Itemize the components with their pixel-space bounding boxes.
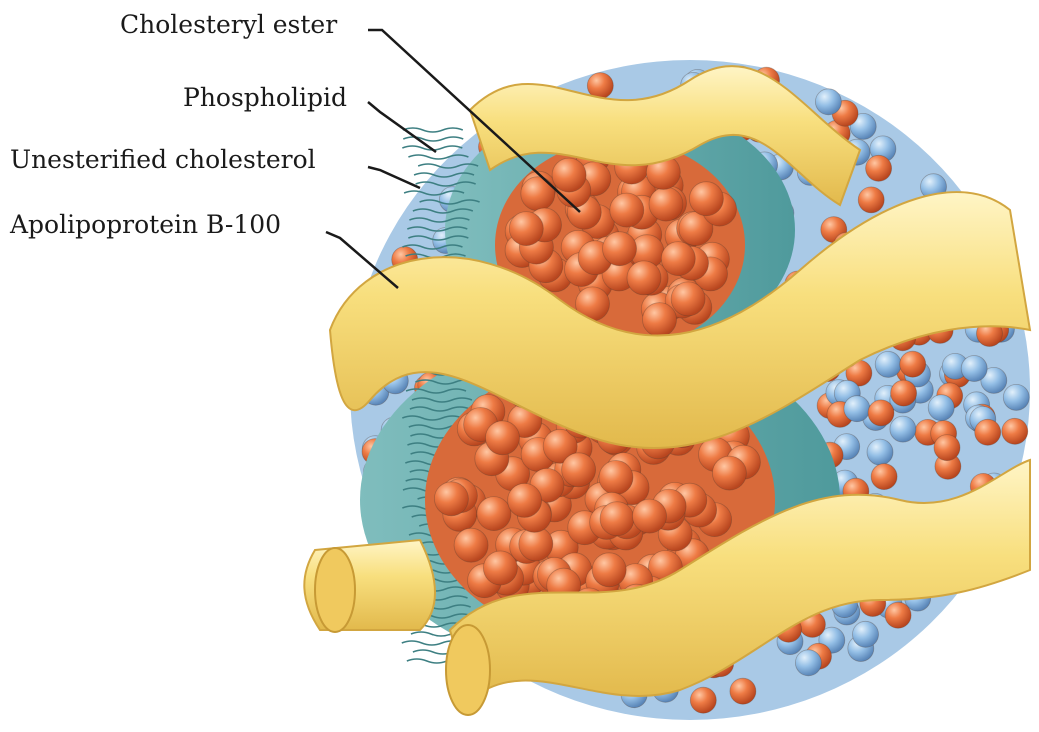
surface-ester-bead [858, 187, 884, 213]
phospholipid-tail-line [403, 128, 463, 132]
surface-phospholipid-head [795, 650, 821, 676]
surface-ester-bead [975, 419, 1001, 445]
cholesteryl-ester-bead [486, 421, 520, 455]
surface-ester-bead [871, 464, 897, 490]
surface-ester-bead [900, 351, 926, 377]
surface-ester-bead [885, 602, 911, 628]
cholesteryl-ester-bead [627, 261, 661, 295]
cholesteryl-ester-bead [633, 499, 667, 533]
leader-phospholipid [368, 102, 436, 152]
cholesteryl-ester-bead [600, 502, 634, 536]
cholesteryl-ester-bead [712, 456, 746, 490]
surface-phospholipid-head [890, 416, 916, 442]
cholesteryl-ester-bead [599, 461, 633, 495]
surface-phospholipid-head [875, 351, 901, 377]
surface-ester-bead [730, 678, 756, 704]
phospholipid-tail-line [403, 137, 463, 141]
cholesteryl-ester-bead [509, 212, 543, 246]
surface-ester-bead [866, 155, 892, 181]
surface-phospholipid-head [1003, 384, 1029, 410]
cholesteryl-ester-bead [592, 553, 626, 587]
cholesteryl-ester-bead [671, 282, 705, 316]
surface-ester-bead [690, 687, 716, 713]
label-unesterified-cholesterol: Unesterified cholesterol [10, 147, 316, 172]
label-apolipoprotein: Apolipoprotein B-100 [10, 212, 281, 237]
label-phospholipid: Phospholipid [183, 85, 347, 110]
cholesteryl-ester-bead [552, 158, 586, 192]
cholesteryl-ester-bead [521, 177, 555, 211]
cholesteryl-ester-bead [477, 497, 511, 531]
surface-phospholipid-head [867, 439, 893, 465]
cholesteryl-ester-bead [562, 453, 596, 487]
cholesteryl-ester-bead [603, 232, 637, 266]
ribbon-tube-end [315, 548, 355, 632]
surface-phospholipid-head [928, 395, 954, 421]
surface-ester-bead [1002, 418, 1028, 444]
surface-ester-bead [891, 380, 917, 406]
surface-phospholipid-head [853, 621, 879, 647]
cholesteryl-ester-bead [454, 528, 488, 562]
surface-phospholipid-head [961, 356, 987, 382]
cholesteryl-ester-bead [689, 182, 723, 216]
cholesteryl-ester-bead [508, 483, 542, 517]
cholesteryl-ester-bead [661, 242, 695, 276]
cholesteryl-ester-bead [434, 482, 468, 516]
surface-phospholipid-head [815, 89, 841, 115]
ribbon-lower-end [446, 625, 490, 715]
surface-phospholipid-head [844, 396, 870, 422]
surface-ester-bead [868, 400, 894, 426]
label-cholesteryl-ester: Cholesteryl ester [120, 12, 337, 37]
cholesteryl-ester-bead [643, 303, 677, 337]
leader-unesterified-cholesterol [368, 167, 420, 188]
cholesteryl-ester-bead [649, 187, 683, 221]
cholesteryl-ester-bead [610, 193, 644, 227]
surface-ester-bead [934, 435, 960, 461]
